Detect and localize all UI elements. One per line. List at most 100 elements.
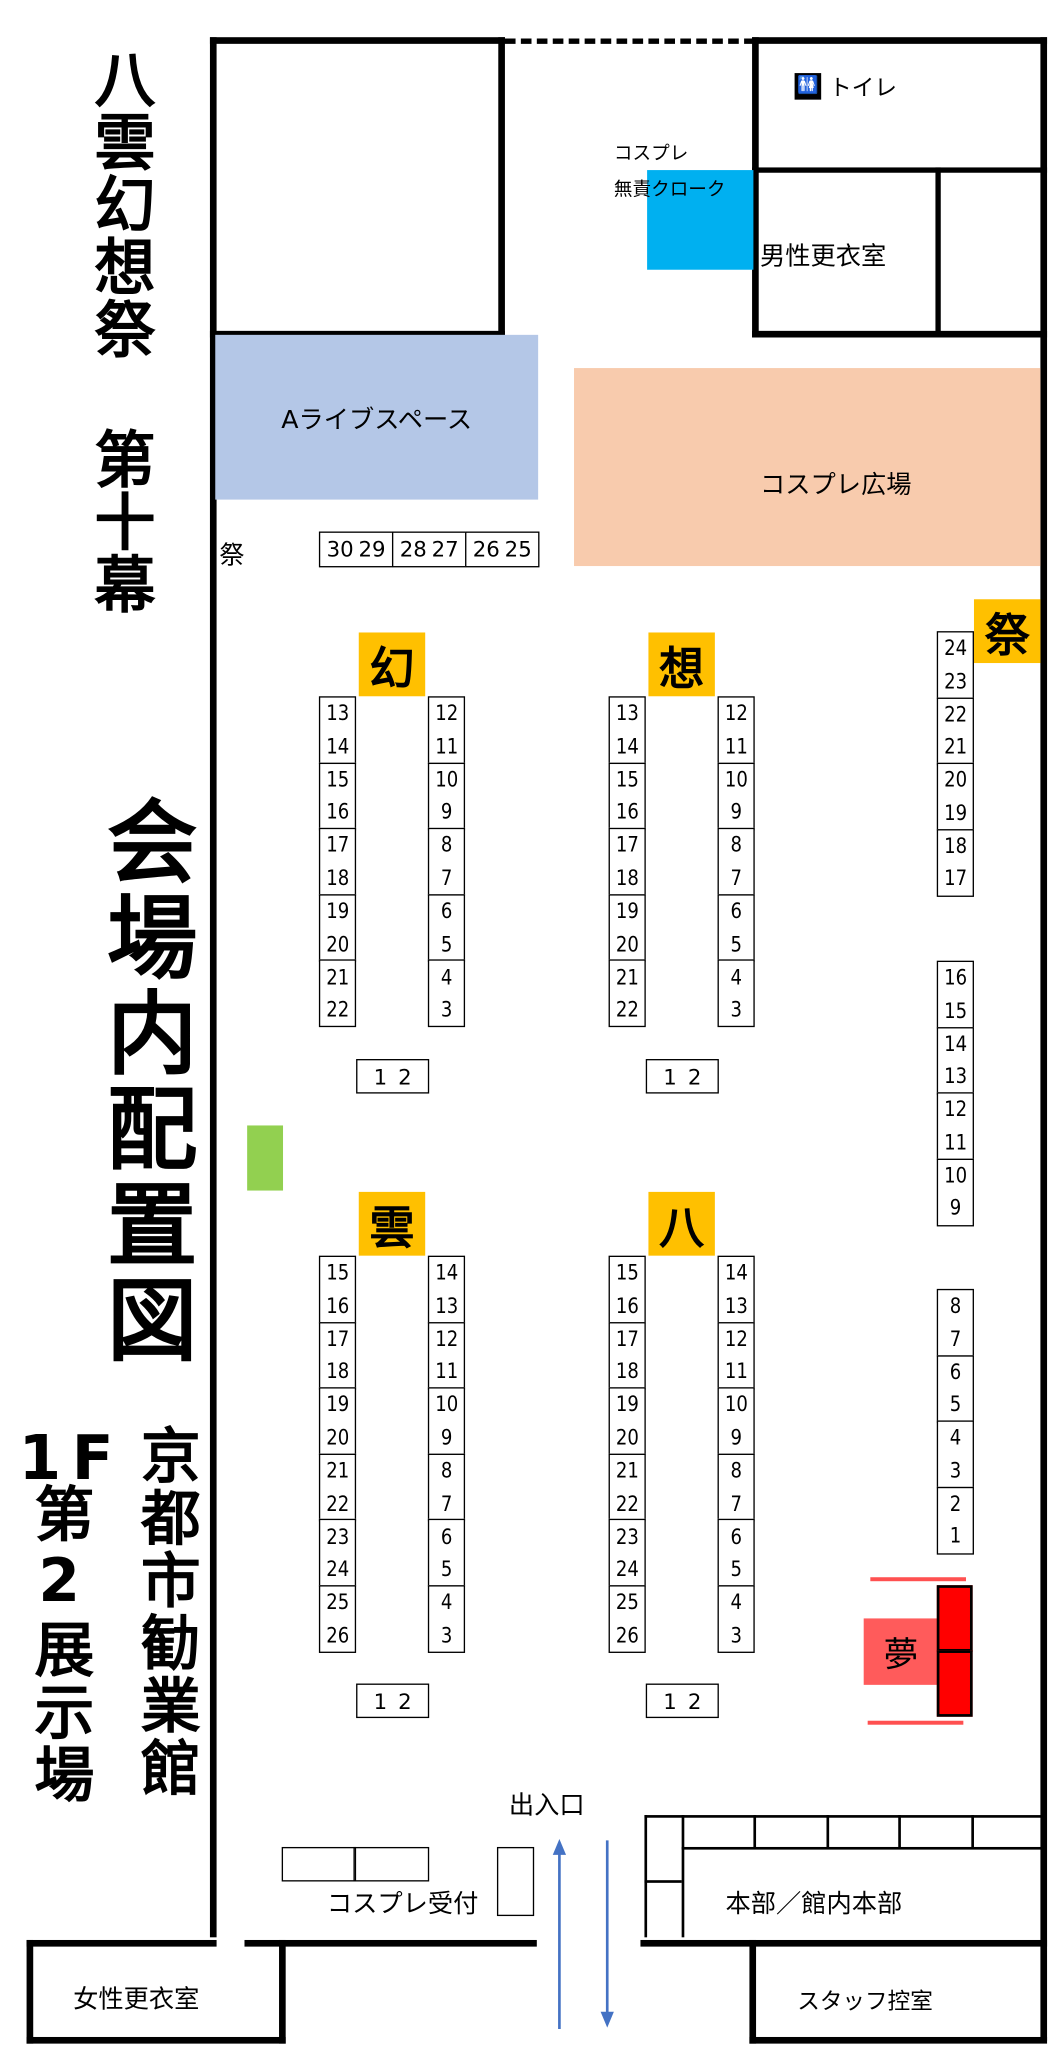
- hall-name: 京都市勧業館: [130, 1424, 201, 1800]
- cloak-label-1: コスプレ: [613, 143, 689, 165]
- yume-label: 夢: [883, 1635, 919, 1675]
- event-title: 八雲幻想祭: [85, 47, 157, 361]
- booth-number: 18: [325, 1358, 349, 1384]
- arrow-up-icon: [552, 1838, 567, 2030]
- dashed-wall: [504, 38, 755, 44]
- booth-number: 10: [943, 1162, 967, 1188]
- booth-number: 21: [325, 1457, 349, 1483]
- block-label-text: 雲: [369, 1201, 415, 1256]
- booth-number: 21: [325, 964, 349, 990]
- booth-number: 8: [440, 1457, 453, 1483]
- booth-number: 22: [943, 701, 967, 727]
- booth-number: 17: [615, 1325, 639, 1352]
- booth-number: 5: [440, 1556, 453, 1582]
- booth-number: 1: [373, 1688, 388, 1714]
- booth-number: 11: [434, 1358, 458, 1384]
- booth-number: 16: [615, 1292, 639, 1318]
- booth-number: 16: [325, 1292, 349, 1318]
- wall: [209, 330, 505, 338]
- booth-number: 25: [504, 536, 532, 563]
- booth-number: 12: [724, 1325, 748, 1352]
- booth-number: 13: [615, 700, 639, 726]
- act-title: 第十幕: [85, 427, 157, 616]
- booth-number: 2: [687, 1688, 702, 1714]
- floor-label: 1F: [18, 1421, 125, 1494]
- booth-number: 22: [615, 996, 639, 1023]
- booth-number: 20: [615, 930, 639, 957]
- booth-number: 5: [949, 1391, 962, 1417]
- booth-number: 14: [943, 1030, 967, 1057]
- reception-table: [281, 1846, 357, 1882]
- booth-number: 4: [949, 1424, 962, 1450]
- divider: [681, 1815, 685, 1938]
- booth-number: 12: [434, 1325, 458, 1352]
- booth-number: 10: [434, 766, 458, 792]
- booth-number: 17: [943, 865, 967, 891]
- booth-number: 12: [724, 700, 748, 726]
- wall: [752, 167, 1048, 173]
- wall: [498, 37, 505, 338]
- booth-number: 15: [943, 997, 967, 1023]
- booth-number: 7: [730, 865, 742, 891]
- cloak-label-2: 無責クローク: [613, 179, 726, 201]
- booth-number: 23: [943, 668, 967, 694]
- divider: [898, 1815, 901, 1849]
- block-label: 想: [648, 632, 715, 697]
- booth-number: 20: [325, 930, 349, 957]
- booth-number: 21: [943, 733, 967, 760]
- cosplay-plaza: コスプレ広場: [574, 368, 1041, 567]
- booth-number: 6: [949, 1358, 962, 1385]
- booth-number: 7: [949, 1325, 962, 1352]
- booth-number: 18: [615, 1358, 639, 1384]
- booth-number: 8: [949, 1293, 962, 1319]
- booth-number: 6: [730, 1523, 742, 1549]
- booth-number: 14: [615, 733, 639, 759]
- booth-number: 5: [730, 930, 742, 957]
- map-title: 会場内配置図: [90, 794, 196, 1369]
- booth-number: 24: [615, 1556, 639, 1582]
- booth-number: 17: [325, 832, 349, 858]
- block-label-text: 祭: [984, 609, 1030, 663]
- booth-number: 18: [943, 832, 967, 859]
- block-label: 幻: [358, 632, 426, 697]
- reception-table: [496, 1846, 535, 1917]
- booth-number: 21: [615, 1457, 639, 1483]
- booth-number: 6: [730, 898, 742, 924]
- booth-number: 15: [325, 1260, 349, 1286]
- block-label: 祭: [973, 599, 1041, 664]
- booth-number: 8: [730, 1457, 742, 1483]
- booth-number: 15: [615, 1260, 639, 1286]
- green-marker: [247, 1125, 284, 1191]
- booth-number: 19: [615, 1391, 639, 1418]
- wall: [26, 1939, 34, 2044]
- wall: [640, 1939, 1048, 1947]
